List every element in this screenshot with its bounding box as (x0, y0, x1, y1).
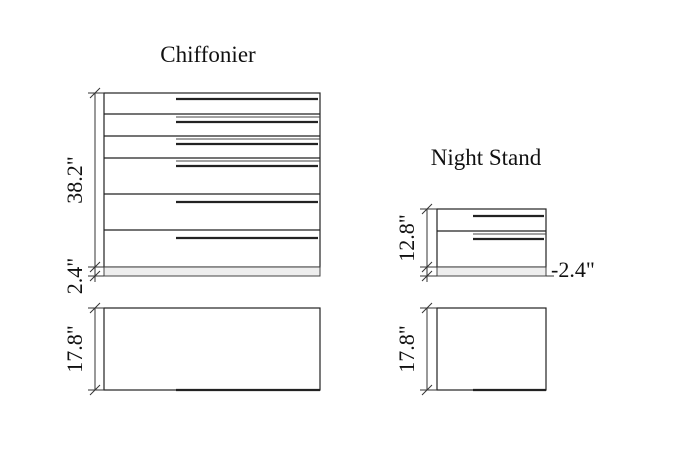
chiffonier-depth-dimension: 17.8" (62, 302, 104, 396)
night-stand-title: Night Stand (431, 145, 542, 170)
chiffonier-front-view (103, 92, 321, 277)
night-stand-group: Night Stand 12.8" -2.4" (394, 145, 595, 396)
chiffonier-body (103, 92, 321, 268)
night-stand-front-view (436, 208, 547, 277)
night-stand-height-dimension: 12.8" (394, 203, 437, 273)
night-stand-base-dimension: -2.4" (420, 257, 595, 282)
chiffonier-title: Chiffonier (160, 42, 256, 67)
night-stand-depth-label: 17.8" (394, 325, 419, 372)
night-stand-base-label: -2.4" (551, 257, 595, 282)
chiffonier-base-label: 2.4" (62, 258, 87, 294)
chiffonier-depth-label: 17.8" (62, 325, 87, 372)
chiffonier-base (103, 266, 321, 277)
night-stand-height-label: 12.8" (394, 214, 419, 261)
night-stand-top-view (436, 307, 547, 392)
chiffonier-height-label: 38.2" (62, 156, 87, 203)
night-stand-depth-dimension: 17.8" (394, 302, 437, 396)
chiffonier-top-view (103, 307, 321, 392)
chiffonier-group: Chiffonier (62, 42, 321, 396)
chiffonier-base-dimension: 2.4" (62, 258, 104, 294)
chiffonier-height-dimension: 38.2" (62, 87, 104, 273)
night-stand-top-outline (436, 307, 547, 391)
night-stand-base (436, 266, 547, 277)
chiffonier-top-outline (103, 307, 321, 391)
